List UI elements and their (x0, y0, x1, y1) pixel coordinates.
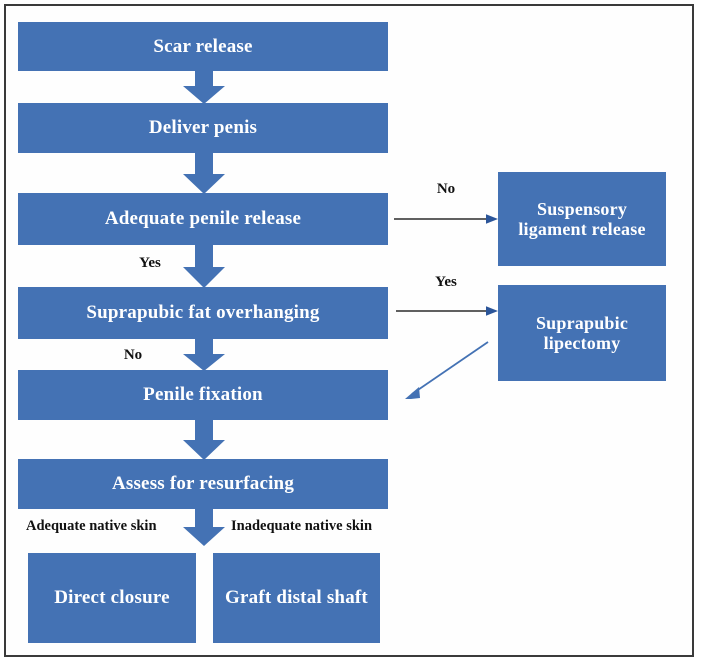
node-suprapubic-lipectomy: Suprapubic lipectomy (498, 285, 666, 381)
arrow-adequate-release-to-suprapubic-fat (183, 244, 225, 288)
edge-label-no-penile-fixation: No (123, 347, 143, 363)
node-label: Direct closure (54, 587, 170, 609)
arrow-suprapubic-fat-to-penile-fixation (183, 338, 225, 371)
arrow-scar-release-to-deliver-penis (183, 70, 225, 104)
node-assess-for-resurfacing: Assess for resurfacing (18, 459, 388, 509)
arrow-penile-fixation-to-assess (183, 419, 225, 460)
node-penile-fixation: Penile fixation (18, 370, 388, 420)
arrow-assess-to-closure-options (183, 508, 225, 546)
node-suspensory-ligament-release: Suspensory ligament release (498, 172, 666, 266)
node-label: Suprapubic fat overhanging (86, 302, 320, 324)
node-graft-distal-shaft: Graft distal shaft (213, 553, 380, 643)
arrow-no-to-suspensory-ligament-release (394, 212, 500, 226)
node-label: Penile fixation (143, 384, 263, 406)
node-label: Adequate penile release (104, 208, 302, 230)
edge-label-adequate-native-skin: Adequate native skin (26, 518, 157, 534)
node-label: Assess for resurfacing (111, 473, 295, 495)
arrow-yes-to-suprapubic-lipectomy (396, 304, 502, 318)
node-label: Scar release (153, 35, 253, 57)
arrow-lipectomy-to-penile-fixation (400, 336, 500, 404)
node-direct-closure: Direct closure (28, 553, 196, 643)
node-label: Graft distal shaft (225, 587, 368, 609)
node-label: Suspensory ligament release (518, 198, 646, 239)
arrow-deliver-penis-to-adequate-release (183, 152, 225, 194)
node-suprapubic-fat-overhanging: Suprapubic fat overhanging (18, 287, 388, 339)
edge-label-yes-lipectomy: Yes (435, 274, 457, 290)
node-scar-release: Scar release (18, 22, 388, 71)
edge-label-yes-suprapubic-fat: Yes (139, 255, 161, 271)
edge-label-inadequate-native-skin: Inadequate native skin (231, 518, 373, 534)
node-adequate-penile-release: Adequate penile release (18, 193, 388, 245)
node-label: Suprapubic lipectomy (535, 312, 629, 353)
node-label: Deliver penis (148, 117, 258, 139)
node-deliver-penis: Deliver penis (18, 103, 388, 153)
edge-label-no-suspensory: No (436, 181, 456, 197)
